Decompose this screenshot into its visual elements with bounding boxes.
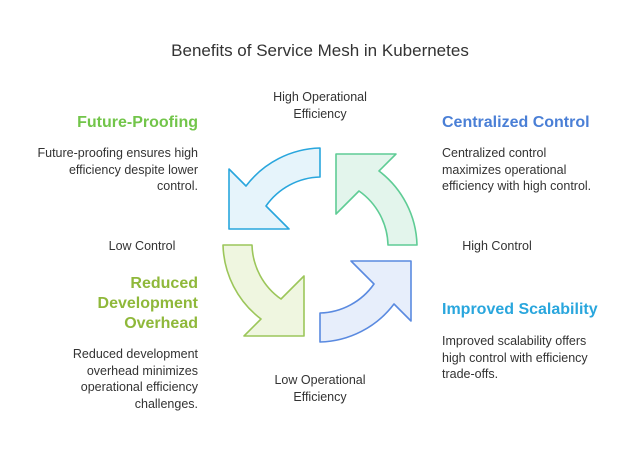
quadrant-top-left: Future-Proofing: [20, 113, 198, 133]
segment-bottom-right: [319, 260, 412, 343]
description-line: control.: [157, 179, 198, 193]
description-line: challenges.: [134, 396, 198, 411]
quadrant-bottom-left: Reduced Development Overhead: [20, 274, 198, 334]
quadrant-heading-line: Development: [97, 295, 198, 312]
description-line: Improved scalability offers: [442, 334, 587, 348]
description-line: overhead minimizes: [86, 363, 198, 378]
segment-bottom-left: [222, 244, 305, 337]
quadrant-description-top-right: Centralized control maximizes operationa…: [442, 145, 632, 195]
quadrant-description-bottom-left: Reduced development overhead minimizes o…: [20, 346, 198, 412]
axis-label-left: Low Control: [108, 239, 176, 253]
segment-top-left: [228, 147, 321, 230]
quadrant-heading-line: Overhead: [124, 315, 198, 332]
description-line: Centralized control: [442, 146, 547, 160]
quadrant-heading-line: Reduced: [130, 275, 198, 292]
axis-label-right: High Control: [462, 239, 532, 253]
axis-label-bottom-line-2: Efficiency: [293, 390, 347, 404]
description-line: operational efficiency: [80, 380, 198, 394]
segment-top-right: [335, 153, 418, 246]
description-line: efficiency despite lower: [68, 162, 198, 177]
axis-label-top-line-1: High Operational: [273, 90, 367, 104]
axis-label-top: High Operational Efficiency: [220, 89, 420, 123]
axis-label-bottom-line-1: Low Operational: [274, 373, 366, 387]
description-line: Reduced development: [72, 347, 198, 361]
quadrant-heading: Future-Proofing: [77, 114, 198, 131]
description-line: efficiency with high control.: [442, 179, 592, 193]
quadrant-heading: Centralized Control: [442, 114, 590, 131]
axis-label-bottom: Low Operational Efficiency: [220, 372, 420, 406]
description-line: Future-proofing ensures high: [37, 146, 198, 160]
description-line: maximizes operational: [442, 162, 567, 177]
quadrant-description-bottom-right: Improved scalability offers high control…: [442, 333, 632, 383]
description-line: high control with efficiency: [442, 350, 588, 365]
description-line: trade-offs.: [442, 367, 499, 381]
quadrant-bottom-right: Improved Scalability: [442, 300, 632, 320]
quadrant-heading: Improved Scalability: [442, 301, 598, 318]
quadrant-description-top-left: Future-proofing ensures high efficiency …: [10, 145, 198, 195]
quadrant-top-right: Centralized Control: [442, 113, 632, 133]
axis-label-top-line-2: Efficiency: [293, 107, 347, 121]
diagram-title: Benefits of Service Mesh in Kubernetes: [171, 41, 469, 60]
